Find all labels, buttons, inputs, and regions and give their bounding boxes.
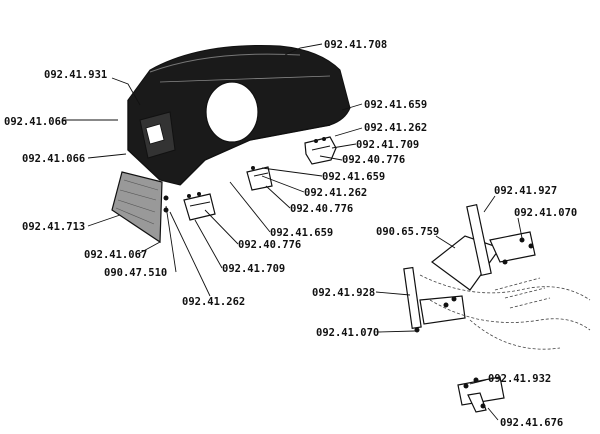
label-092-41-262-mid: 092.41.262: [304, 187, 367, 199]
hood-cover: [127, 45, 351, 186]
label-092-41-932: 092.41.932: [488, 373, 551, 385]
lower-bracket: [457, 376, 505, 413]
label-092-41-713: 092.41.713: [22, 221, 85, 233]
label-092-41-928: 092.41.928: [312, 287, 375, 299]
label-092-41-709-top: 092.41.709: [356, 139, 419, 151]
label-092-41-709-low: 092.41.709: [222, 263, 285, 275]
label-092-40-776-mid: 092.40.776: [290, 203, 353, 215]
leader-lines: [62, 43, 523, 421]
label-092-40-776-low: 092.40.776: [238, 239, 301, 251]
label-092-41-070-left: 092.41.070: [316, 327, 379, 339]
bracket-left-lower: [183, 192, 216, 221]
bracket-right-upper: [304, 136, 337, 165]
label-092-41-927: 092.41.927: [494, 185, 557, 197]
hood-round-opening: [205, 81, 259, 143]
label-090-47-510: 090.47.510: [104, 267, 167, 279]
label-092-41-659-top: 092.41.659: [364, 99, 427, 111]
label-092-41-659-mid: 092.41.659: [322, 171, 385, 183]
label-092-41-067: 092.41.067: [84, 249, 147, 261]
label-092-41-070-right: 092.41.070: [514, 207, 577, 219]
label-090-65-759: 090.65.759: [376, 226, 439, 238]
part-labels: 092.41.708 092.41.931 092.41.066 092.41.…: [4, 39, 577, 429]
flap-panel: [111, 171, 169, 244]
label-092-41-659-low: 092.41.659: [270, 227, 333, 239]
label-092-41-262-low: 092.41.262: [182, 296, 245, 308]
label-092-41-708: 092.41.708: [324, 39, 387, 51]
label-092-40-776-top: 092.40.776: [342, 154, 405, 166]
label-092-41-066-upper: 092.41.066: [4, 116, 67, 128]
label-092-41-066-lower: 092.41.066: [22, 153, 85, 165]
label-092-41-676: 092.41.676: [500, 417, 563, 429]
label-092-41-262-top: 092.41.262: [364, 122, 427, 134]
lever-assembly: [403, 204, 591, 350]
label-092-41-931: 092.41.931: [44, 69, 107, 81]
bracket-middle: [246, 166, 273, 191]
